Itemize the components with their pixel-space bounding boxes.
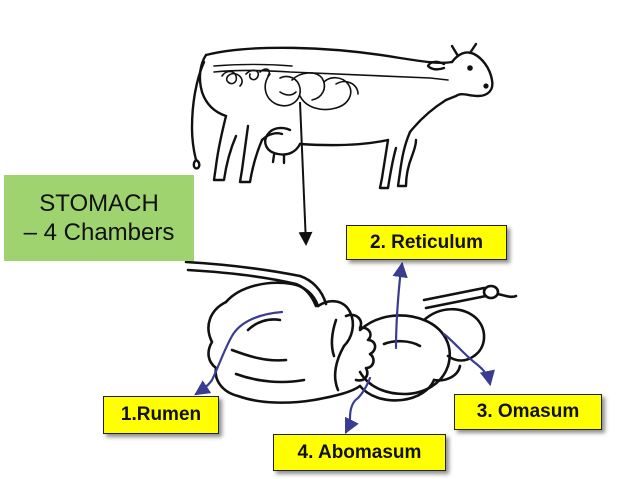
cow-internal-organs-icon	[214, 65, 448, 110]
stomach-title-box: STOMACH – 4 Chambers	[4, 175, 194, 261]
pointer-arrow-cow-to-stomach	[300, 102, 306, 244]
label-reticulum: 2. Reticulum	[346, 225, 507, 260]
title-line-2: – 4 Chambers	[24, 218, 175, 247]
title-line-1: STOMACH	[39, 189, 159, 218]
cow-icon	[192, 44, 492, 188]
arrow-to-reticulum	[396, 264, 402, 348]
label-rumen: 1.Rumen	[103, 396, 219, 434]
label-abomasum: 4. Abomasum	[273, 434, 446, 471]
label-omasum: 3. Omasum	[454, 394, 602, 430]
